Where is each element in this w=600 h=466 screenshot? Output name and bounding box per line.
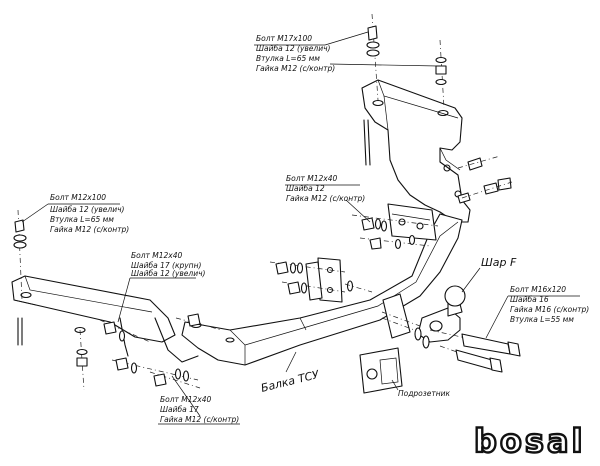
callout-mid-right-line-2: Шайба 12 [286, 184, 325, 193]
mid-left-fasteners [269, 261, 373, 295]
bottom-left-fasteners [99, 313, 223, 389]
callout-right: Болт М16х120 Шайба 16 Гайка М16 (с/контр… [510, 285, 589, 324]
callout-right-line-2: Шайба 16 [510, 295, 549, 304]
callout-bottom: Болт М12х40 Шайба 17 Гайка М12 (с/контр) [160, 395, 239, 424]
callout-top-line-2: Шайба 12 (увелич) [256, 44, 331, 53]
callout-top-line-3: Втулка L=65 мм [256, 54, 320, 63]
callout-mid-left-line-3: Шайба 12 (увелич) [131, 269, 206, 278]
callout-mid-left: Болт М12х40 Шайба 17 (крупн) Шайба 12 (у… [131, 251, 206, 278]
callout-bottom-line-3: Гайка М12 (с/контр) [160, 415, 239, 424]
beam-label: Балка ТСУ [260, 368, 322, 395]
callout-top-line-4: Гайка М12 (с/контр) [256, 64, 335, 73]
callout-mid-right-line-1: Болт М12х40 [286, 174, 338, 183]
left-bracket [11, 275, 199, 363]
callout-bottom-line-2: Шайба 17 [160, 405, 199, 414]
callout-left-line-3: Втулка L=65 мм [50, 215, 114, 224]
mid-right-fasteners [351, 214, 439, 250]
ball-bolts [414, 327, 521, 373]
ball-label: Шар F [481, 256, 517, 269]
leader-lines [21, 31, 580, 425]
callout-right-line-4: Втулка L=55 мм [510, 315, 574, 324]
bosal-logo: bosal [474, 422, 586, 460]
callout-left: Болт М12х100 Шайба 12 (увелич) Втулка L=… [50, 193, 129, 234]
callout-left-line-2: Шайба 12 (увелич) [50, 205, 125, 214]
bracket-side-bolts [457, 155, 513, 204]
callout-bottom-line-1: Болт М12х40 [160, 395, 212, 404]
callout-right-line-1: Болт М16х120 [510, 285, 566, 294]
socket-label: Подрозетник [398, 389, 451, 398]
callout-mid-left-line-1: Болт М12х40 [131, 251, 183, 260]
callout-mid-right: Болт М12х40 Шайба 12 Гайка М12 (с/контр) [286, 174, 365, 203]
left-bolt-stack [13, 209, 88, 391]
beam-mid-plates [305, 203, 437, 303]
socket-plate [359, 347, 403, 394]
top-bracket [361, 79, 471, 223]
callout-mid-left-line-2: Шайба 17 (крупн) [131, 261, 201, 270]
callout-left-line-4: Гайка М12 (с/контр) [50, 225, 129, 234]
top-bolt-stack [363, 13, 447, 166]
callout-top: Болт М17х100 Шайба 12 (увелич) Втулка L=… [256, 34, 335, 73]
callout-right-line-3: Гайка М16 (с/контр) [510, 305, 589, 314]
callout-top-line-1: Болт М17х100 [256, 34, 312, 43]
callout-left-line-1: Болт М12х100 [50, 193, 106, 202]
callout-mid-right-line-3: Гайка М12 (с/контр) [286, 194, 365, 203]
